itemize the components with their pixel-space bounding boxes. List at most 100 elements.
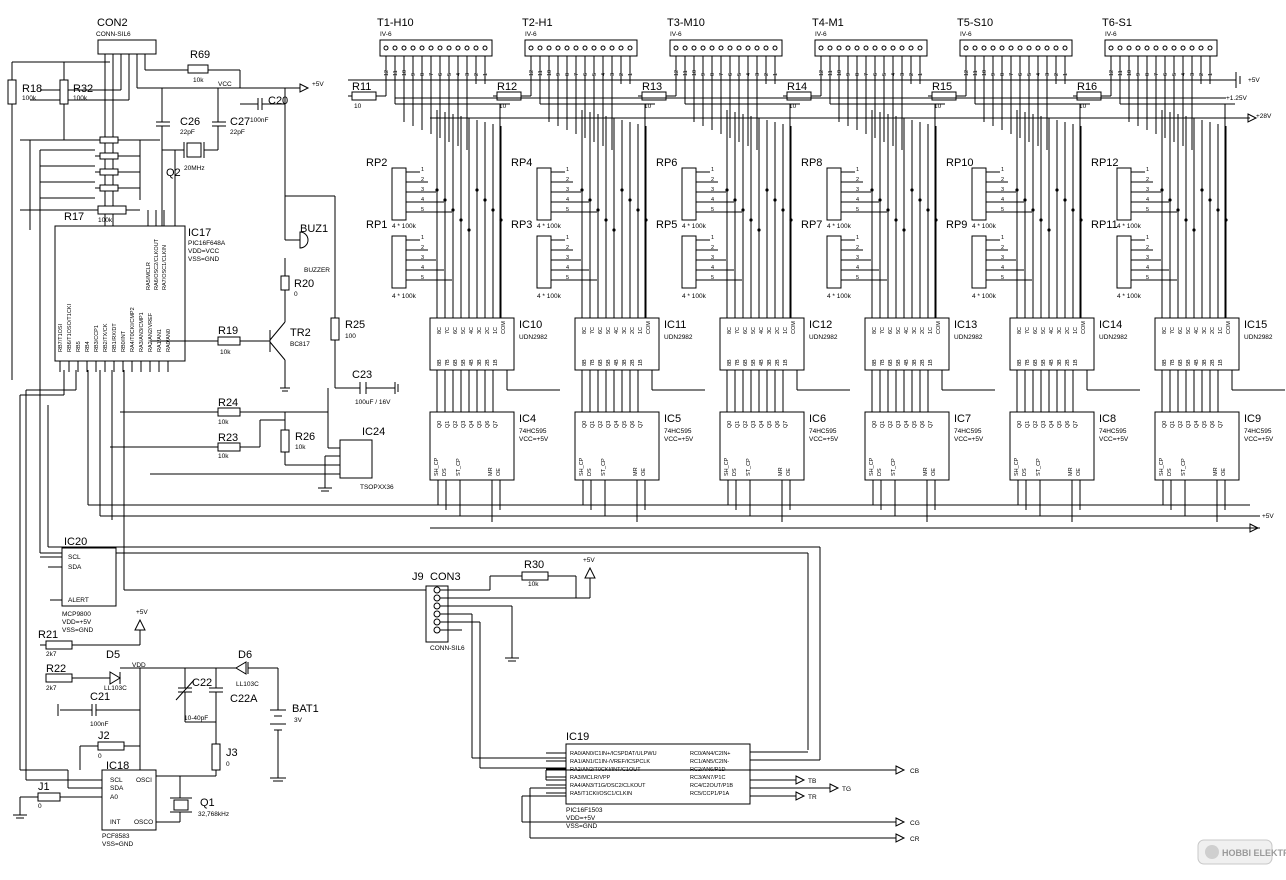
tube-pin: 8 — [565, 73, 571, 76]
rtc-power — [40, 630, 286, 782]
rp-pin: 3 — [566, 255, 569, 261]
rp-pin: 3 — [421, 187, 424, 193]
tube-pin: 3 — [1190, 73, 1196, 76]
driver-name: IC15 — [1244, 319, 1267, 331]
driver-pin: 7B — [880, 359, 886, 366]
resistor-pack-value: 4 * 100k — [682, 223, 707, 230]
driver-pin: 1B — [638, 359, 644, 366]
resistor-pack — [826, 167, 842, 221]
ic17-pin: RA6/OSC2/CLKOUT — [154, 238, 160, 290]
svg-text:IC19: IC19 — [566, 731, 589, 743]
shift-pin: Q4 — [614, 421, 620, 428]
rp-pin: 4 — [1146, 265, 1149, 271]
driver-pin: COM — [646, 321, 652, 334]
driver-pin: 5B — [751, 359, 757, 366]
resistor-pack-value: 4 * 100k — [1117, 293, 1142, 300]
driver-name: IC12 — [809, 319, 832, 331]
driver-pin: 6C — [1178, 327, 1184, 334]
shift-pin: Q6 — [485, 421, 491, 428]
driver-pin: 5B — [461, 359, 467, 366]
shift-pin: Q4 — [469, 421, 475, 428]
resistor-pack — [391, 235, 407, 289]
con2-label: CON2 — [97, 17, 128, 29]
tube-pin: 4 — [601, 73, 607, 76]
driver-pin: 7B — [1170, 359, 1176, 366]
tb-label: TB — [808, 778, 816, 785]
shift-register-ic — [429, 411, 515, 481]
resistor-pack-name: RP4 — [511, 157, 532, 169]
driver-pin: 1B — [1218, 359, 1224, 366]
resistor-pack-name: RP11 — [1091, 219, 1118, 231]
driver-ic — [1154, 317, 1240, 371]
resistor-value: 10 — [644, 103, 652, 110]
resistor-pack-value: 4 * 100k — [1117, 223, 1142, 230]
driver-name: IC11 — [664, 319, 686, 331]
rp-pin: 1 — [711, 167, 714, 173]
driver-pin: 1B — [1073, 359, 1079, 366]
driver-pin: 1B — [928, 359, 934, 366]
driver-pin: 8B — [582, 359, 588, 366]
shift-pin: ST_CP — [891, 458, 897, 476]
driver-pin: 2C — [1065, 327, 1071, 334]
driver-pin: 7B — [445, 359, 451, 366]
driver-pin: 3C — [912, 327, 918, 334]
tube-pin: 8 — [1145, 73, 1151, 76]
tr-label: TR — [808, 794, 817, 801]
rp-pin: 5 — [421, 275, 424, 281]
tube-pin: 2 — [474, 73, 480, 76]
tube-pin: 11 — [973, 70, 979, 76]
resistor-pack — [971, 235, 987, 289]
tube-pin: 8 — [1000, 73, 1006, 76]
tube-pin: 1 — [628, 73, 634, 76]
ic17-pic16f648a: IC17 PIC16F648A VDD=VCC VSS=GND RA5/MCLR… — [54, 210, 226, 372]
driver-pin: 8C — [1162, 327, 1168, 334]
driver-pin: 7B — [590, 359, 596, 366]
tube-pin: 7 — [574, 73, 580, 76]
svg-text:100nF: 100nF — [250, 117, 268, 124]
rp-pin: 3 — [856, 255, 859, 261]
svg-text:OSCI: OSCI — [136, 777, 152, 784]
driver-pin: 3B — [1202, 359, 1208, 366]
svg-text:10k: 10k — [193, 77, 204, 84]
tube-pin: 11 — [1118, 70, 1124, 76]
rp-pin: 5 — [1001, 275, 1004, 281]
resistor-pack — [1116, 167, 1132, 221]
svg-text:VSS=GND: VSS=GND — [62, 627, 94, 634]
driver-pin: 3C — [622, 327, 628, 334]
resistor-pack — [826, 235, 842, 289]
svg-text:LL103C: LL103C — [236, 681, 259, 688]
driver-name: IC13 — [954, 319, 977, 331]
driver-pin: 5C — [461, 327, 467, 334]
tube-name: T4-M1 — [812, 17, 844, 29]
shift-pin: Q6 — [920, 421, 926, 428]
tube-pin: 1 — [1208, 73, 1214, 76]
rp-pin: 5 — [1146, 207, 1149, 213]
shift-pin: Q1 — [445, 421, 451, 428]
shift-register-ic — [719, 411, 805, 481]
driver-ic — [864, 317, 950, 371]
j9: J9 — [412, 571, 424, 583]
ic17-bus — [19, 370, 1260, 770]
c26: C26 — [180, 116, 200, 128]
shift-vcc: VCC=+5V — [809, 436, 839, 443]
ic17-pin: RB5 — [76, 341, 82, 352]
ic19-pin: RC5/CCP1/P1A — [690, 791, 729, 797]
driver-pin: 6B — [1178, 359, 1184, 366]
rp-pin: 2 — [856, 245, 859, 251]
resistor-name: R15 — [932, 81, 952, 93]
svg-text:VSS=GND: VSS=GND — [102, 841, 134, 848]
shift-part: 74HC595 — [954, 428, 982, 435]
rp-pin: 5 — [711, 207, 714, 213]
c22: C22 — [192, 677, 212, 689]
svg-text:10k: 10k — [295, 444, 306, 451]
svg-text:OSCO: OSCO — [134, 819, 153, 826]
svg-text:+5V: +5V — [136, 609, 148, 616]
rp-pin: 4 — [856, 197, 859, 203]
driver-pin: 3B — [767, 359, 773, 366]
driver-pin: 1C — [1218, 327, 1224, 334]
shift-pin: Q1 — [880, 421, 886, 428]
driver-pin: 8C — [582, 327, 588, 334]
svg-text:100uF / 16V: 100uF / 16V — [355, 399, 391, 406]
